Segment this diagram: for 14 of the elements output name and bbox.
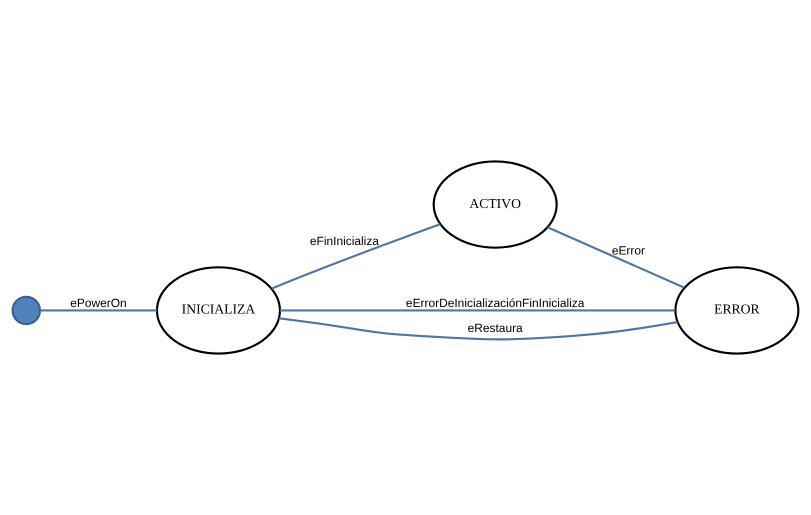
node-ellipse: ERROR <box>674 266 800 355</box>
connector <box>40 309 157 312</box>
edge-label: eFinInicializa <box>310 234 379 248</box>
connector <box>271 223 441 290</box>
node-ellipse: INICIALIZA <box>156 266 282 355</box>
connector <box>280 309 676 312</box>
node-ellipse: ACTIVO <box>432 160 558 249</box>
edge-label: eErrorDeInicializaciónFinInicializa <box>406 296 584 310</box>
node-circle <box>12 296 42 326</box>
edge-label: eRestaura <box>468 320 523 335</box>
connector <box>278 317 678 340</box>
connector <box>547 226 685 289</box>
edge-label: eError <box>612 243 645 258</box>
edge-label: ePowerOn <box>70 296 127 310</box>
